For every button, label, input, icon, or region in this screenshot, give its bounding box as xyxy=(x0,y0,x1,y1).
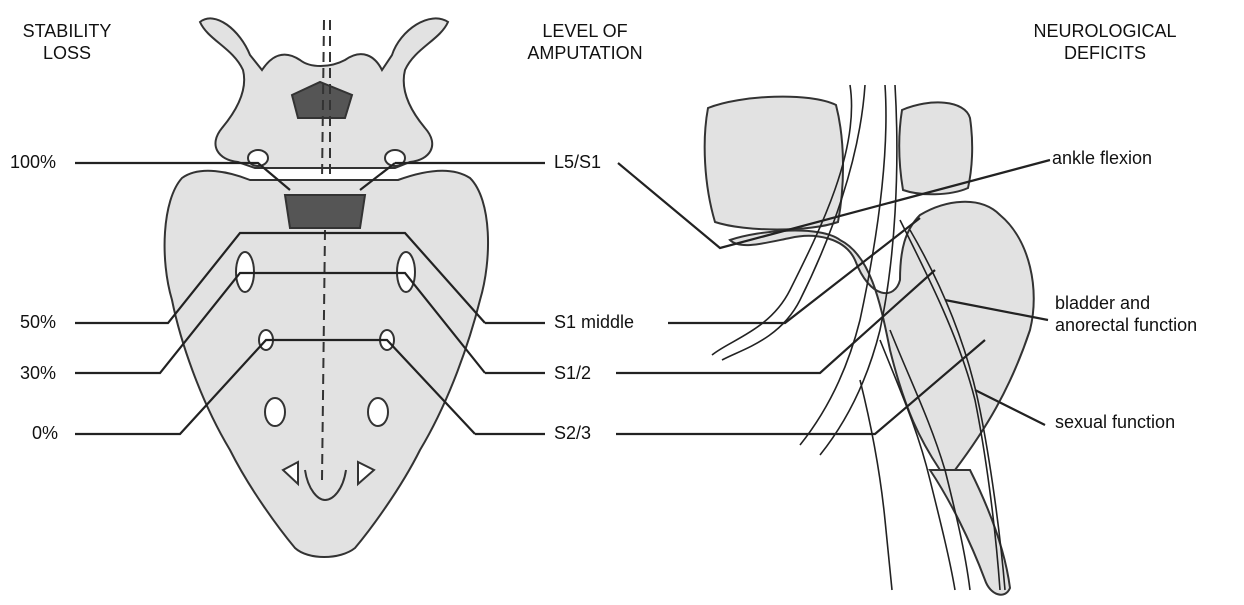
sacrum-posterior-illustration xyxy=(165,18,488,557)
s1-vertebral-body xyxy=(899,102,972,194)
stability-label-30: 30% xyxy=(20,362,56,384)
header-deficits-line-2: DEFICITS xyxy=(1005,42,1205,64)
deficit-bladder-line-1: bladder and xyxy=(1055,292,1197,314)
header-stability-line-2: LOSS xyxy=(8,42,126,64)
amputation-label-s23: S2/3 xyxy=(554,422,591,444)
header-deficits-line-1: NEUROLOGICAL xyxy=(1005,20,1205,42)
header-level-of-amputation: LEVEL OF AMPUTATION xyxy=(500,20,670,64)
deficit-bladder-line-2: anorectal function xyxy=(1055,314,1197,336)
deficit-label-sexual-function: sexual function xyxy=(1055,411,1175,433)
header-amputation-line-1: LEVEL OF xyxy=(500,20,670,42)
header-stability-line-1: STABILITY xyxy=(8,20,126,42)
nerve-9 xyxy=(860,380,892,590)
right-s3-foramen xyxy=(368,398,388,426)
header-stability-loss: STABILITY LOSS xyxy=(8,20,126,64)
amputation-label-s1-middle: S1 middle xyxy=(554,311,634,333)
sacrum-lateral xyxy=(730,202,1034,470)
stability-label-50: 50% xyxy=(20,311,56,333)
l5-vertebral-body xyxy=(705,97,843,230)
deficit-label-ankle-flexion: ankle flexion xyxy=(1052,147,1152,169)
stability-label-100: 100% xyxy=(10,151,56,173)
s1-body-shading xyxy=(285,195,365,228)
stability-label-0: 0% xyxy=(32,422,58,444)
lateral-spine-illustration xyxy=(705,97,1034,595)
header-amputation-line-2: AMPUTATION xyxy=(500,42,670,64)
amputation-label-s12: S1/2 xyxy=(554,362,591,384)
left-s3-foramen xyxy=(265,398,285,426)
amputation-label-l5s1: L5/S1 xyxy=(554,151,601,173)
deficit-label-bladder: bladder and anorectal function xyxy=(1055,292,1197,336)
header-neurological-deficits: NEUROLOGICAL DEFICITS xyxy=(1005,20,1205,64)
